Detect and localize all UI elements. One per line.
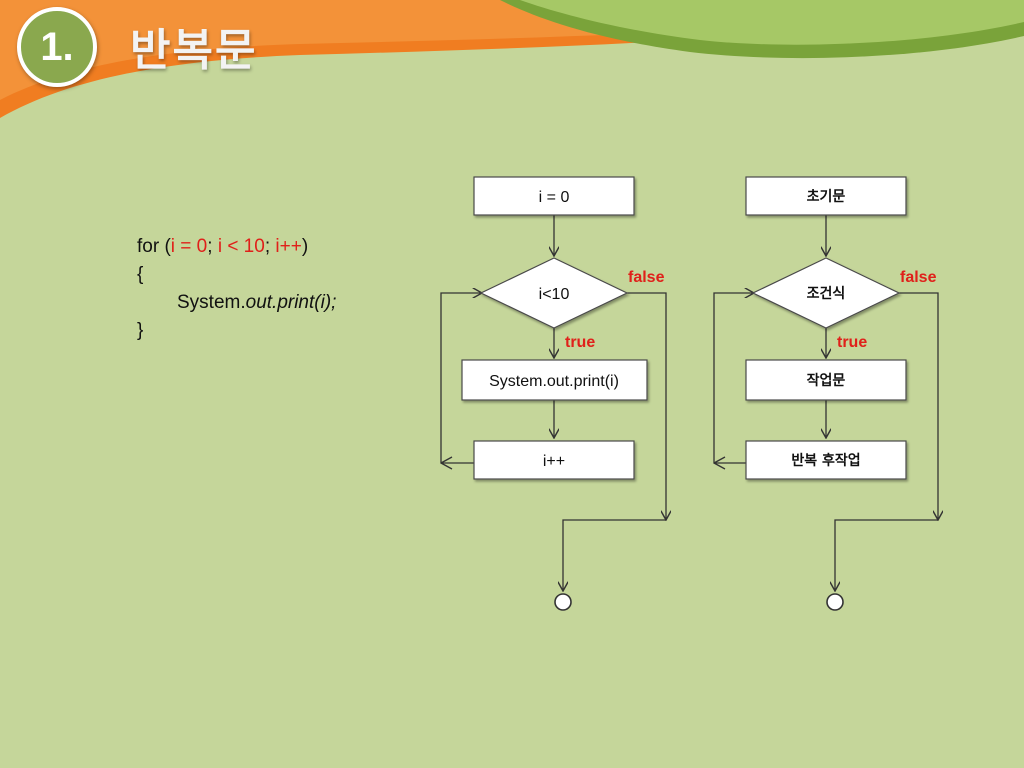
init-text-generic: 초기문 [807,189,846,205]
code-line-body: System.out.print(i); [137,289,336,317]
init-box [473,176,635,216]
code-close-paren: ) [301,236,309,257]
condition-text-generic: 조건식 [807,285,846,302]
condition-text: i<10 [539,286,570,303]
arrow-loop-tick-2 [440,462,453,470]
arrow-false-exit-generic [899,292,938,520]
body-box [461,359,648,401]
code-sep-1: ; [207,236,213,257]
code-print-call: out.print(i); [245,292,337,313]
code-keyword-for: for [137,236,160,257]
flowchart-generic: 초기문 조건식 false true 작업문 반복 후작업 [713,176,938,611]
condition-diamond [479,257,629,329]
code-open-paren: ( [164,236,171,257]
init-text: i = 0 [539,189,570,206]
end-terminal [554,593,572,611]
arrow-false-exit [627,292,666,520]
arrow-to-end [563,519,666,591]
arrow-loop-tick [440,456,453,464]
code-sep-2: ; [264,236,271,257]
arrow-loop-tick-generic-2 [713,462,726,470]
code-condition: i < 10 [217,236,265,257]
update-box-generic [745,440,907,480]
code-line-for: for (i = 0; i < 10; i++) [137,233,336,261]
body-text: System.out.print(i) [489,373,619,390]
header-green-leaf-light [520,0,1024,45]
true-label: true [565,334,595,351]
condition-diamond-generic [751,257,901,329]
code-line-close-brace: } [137,320,144,341]
arrow-to-end-generic [835,519,938,591]
arrow-loop-back-generic [713,293,754,464]
update-text-generic: 반복 후작업 [791,452,860,469]
false-label-generic: false [900,269,937,286]
code-snippet: for (i = 0; i < 10; i++) { System.out.pr… [137,233,336,345]
true-label-generic: true [837,334,867,351]
code-line-open-brace: { [137,264,144,285]
arrow-loop-tick-generic [713,456,726,464]
code-init: i = 0 [170,236,208,257]
slide-title: 반복문 [130,25,258,76]
code-system: System. [177,292,246,313]
flowchart-concrete: i = 0 i<10 false true System.out.print(i… [440,176,666,611]
update-text: i++ [543,453,565,470]
header-decoration [0,0,1024,118]
false-label: false [628,269,665,286]
end-terminal-generic [826,593,844,611]
slide-number-badge: 1. [17,7,97,87]
code-update: i++ [275,236,302,257]
init-box-generic [745,176,907,216]
body-box-generic [745,359,907,401]
arrow-loop-back [440,293,482,464]
update-box [473,440,635,480]
body-text-generic: 작업문 [807,372,846,389]
